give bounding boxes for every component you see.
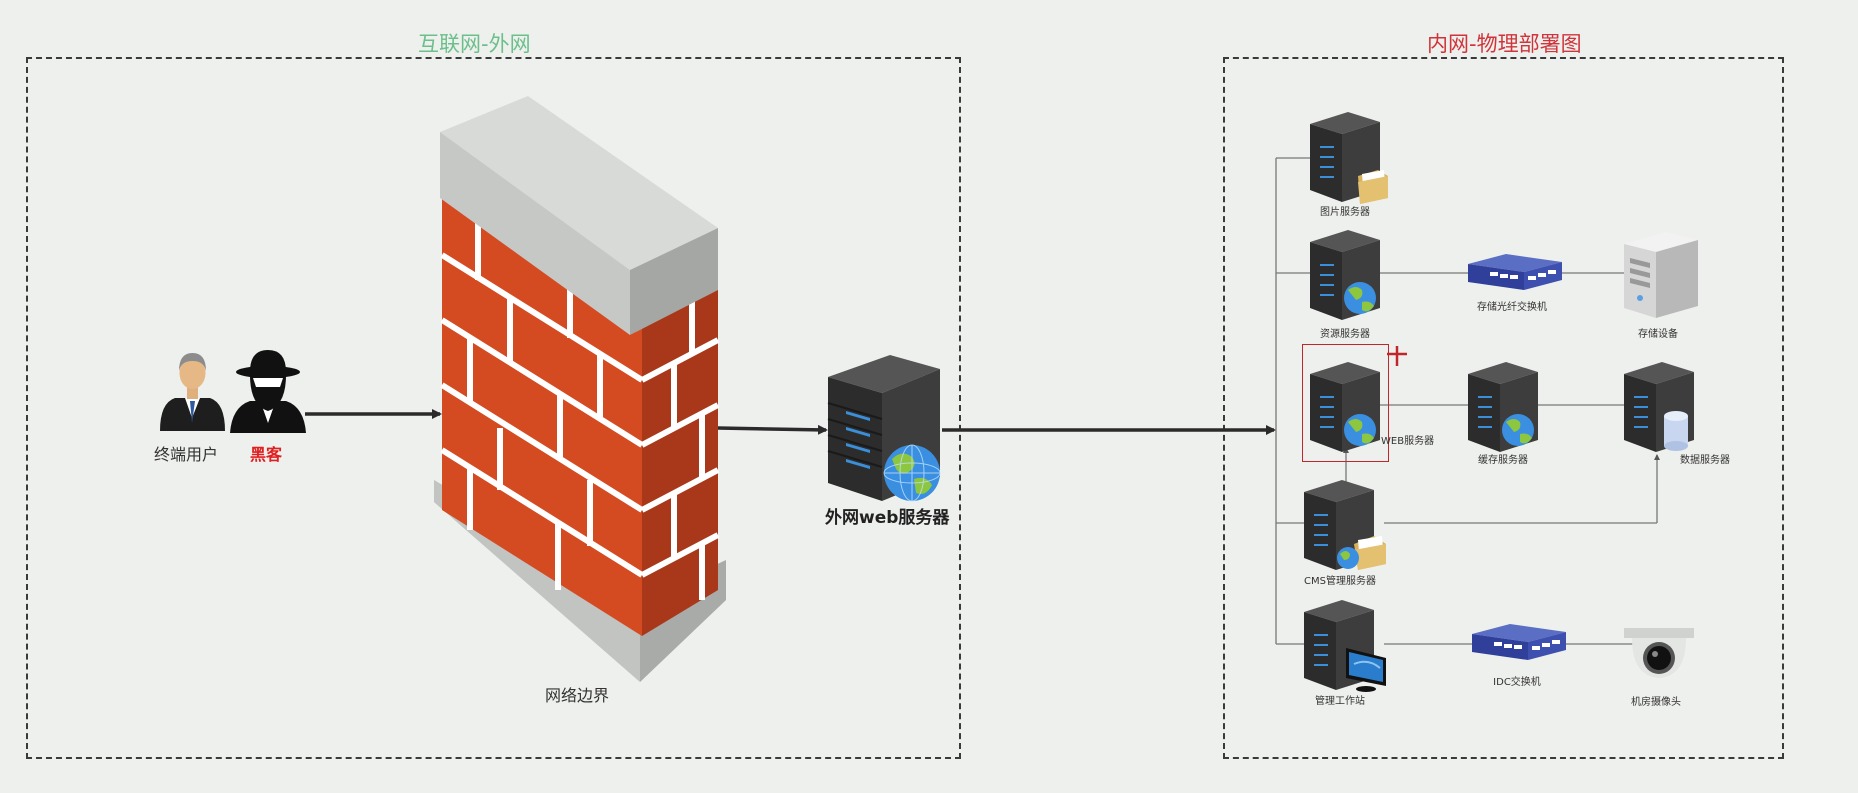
- storage-fc-switch-label: 存储光纤交换机: [1477, 302, 1547, 313]
- internet-zone-title: 互联网-外网: [418, 32, 531, 56]
- cache-server-label: 缓存服务器: [1478, 455, 1528, 466]
- hacker-label: 黑客: [250, 445, 283, 464]
- dome-camera-icon: [1624, 628, 1694, 678]
- firewall-label: 网络边界: [545, 686, 610, 705]
- businessman-icon: [160, 353, 225, 431]
- network-switch-icon: [1472, 624, 1566, 660]
- server-globe-icon: [1468, 362, 1538, 452]
- server-folder-icon: [1310, 112, 1388, 204]
- external-web-server-node[interactable]: [826, 353, 944, 503]
- resource-server-label: 资源服务器: [1320, 329, 1370, 340]
- image-server-node[interactable]: [1308, 110, 1390, 206]
- network-switch-icon: [1468, 254, 1562, 290]
- cms-server-label: CMS管理服务器: [1304, 576, 1376, 587]
- storage-fc-switch-node[interactable]: [1466, 252, 1564, 294]
- internet-zone: [26, 57, 961, 759]
- storage-device-label: 存储设备: [1638, 329, 1678, 340]
- web-server-node[interactable]: [1308, 360, 1390, 456]
- intranet-zone: [1223, 57, 1784, 759]
- end-user-node[interactable]: [155, 343, 230, 433]
- end-user-label: 终端用户: [154, 445, 219, 464]
- database-server-label: 数据服务器: [1680, 455, 1730, 466]
- hacker-node[interactable]: [228, 345, 308, 435]
- server-globe-icon: [827, 355, 941, 502]
- cms-server-node[interactable]: [1302, 478, 1388, 574]
- idc-switch-node[interactable]: [1470, 622, 1568, 664]
- dc-camera-label: 机房摄像头: [1631, 697, 1681, 708]
- web-server-label: WEB服务器: [1381, 436, 1435, 447]
- external-web-server-label: 外网web服务器: [825, 508, 950, 528]
- server-monitor-icon: [1304, 600, 1386, 692]
- cache-server-node[interactable]: [1466, 360, 1548, 456]
- idc-switch-label: IDC交换机: [1493, 677, 1541, 688]
- intranet-zone-title: 内网-物理部署图: [1427, 32, 1582, 56]
- resource-server-node[interactable]: [1308, 228, 1390, 324]
- image-server-label: 图片服务器: [1320, 207, 1370, 218]
- web-server-selection-box[interactable]: [1302, 344, 1389, 462]
- hacker-icon: [230, 350, 306, 433]
- database-server-node[interactable]: [1622, 360, 1704, 456]
- dc-camera-node[interactable]: [1624, 628, 1696, 684]
- firewall-node[interactable]: [430, 90, 730, 690]
- server-globe-icon: [1310, 362, 1380, 452]
- server-folder-globe-icon: [1304, 480, 1386, 570]
- arrow-firewall-to-web: [717, 424, 828, 435]
- storage-tower-icon: [1624, 232, 1698, 318]
- server-globe-icon: [1310, 230, 1380, 320]
- server-database-icon: [1624, 362, 1694, 452]
- admin-workstation-node[interactable]: [1302, 598, 1388, 694]
- storage-device-node[interactable]: [1622, 230, 1702, 320]
- admin-workstation-label: 管理工作站: [1315, 696, 1365, 707]
- brick-wall-icon: [434, 96, 726, 682]
